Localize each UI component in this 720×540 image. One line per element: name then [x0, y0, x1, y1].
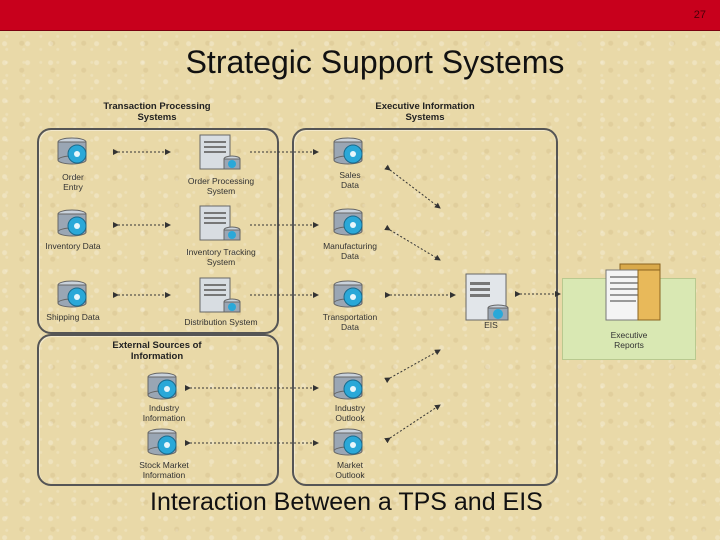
database-icon [142, 372, 186, 409]
manufacturing-data-label: Manufacturing Data [323, 241, 377, 261]
order-processing-label: Order Processing System [187, 176, 255, 196]
transportation-data-label: Transportation Data [322, 312, 378, 332]
industry-outlook-label: Industry Outlook [334, 403, 366, 423]
market-outlook-label: Market Outlook [335, 460, 365, 480]
eis-header: Executive Information Systems [375, 101, 475, 123]
inventory-data-label: Inventory Data [45, 241, 101, 251]
reports-folder-icon [598, 262, 668, 333]
server-icon [198, 133, 246, 178]
inventory-tracking-label: Inventory Tracking System [186, 247, 256, 267]
eis-panel [292, 128, 558, 486]
top-bar [0, 0, 720, 31]
distribution-system-label: Distribution System [184, 317, 258, 327]
database-icon [328, 280, 372, 317]
slide-title: Strategic Support Systems [185, 44, 565, 80]
sales-data-label: Sales Data [339, 170, 361, 190]
database-icon [142, 428, 186, 465]
industry-information-label: Industry Information [142, 403, 186, 423]
database-icon [328, 372, 372, 409]
database-icon [52, 137, 96, 174]
server-icon [198, 204, 246, 249]
database-icon [52, 280, 96, 317]
database-icon [328, 208, 372, 245]
stock-market-information-label: Stock Market Information [139, 460, 189, 480]
tps-panel [37, 128, 279, 334]
slide-caption: Interaction Between a TPS and EIS [150, 488, 543, 516]
executive-reports-label: Executive Reports [610, 330, 648, 350]
server-icon [198, 276, 246, 321]
shipping-data-label: Shipping Data [46, 312, 100, 322]
external-sources-panel [37, 334, 279, 486]
database-icon [52, 209, 96, 246]
database-icon [328, 428, 372, 465]
slide-number: 27 [693, 9, 706, 21]
database-icon [328, 137, 372, 174]
order-entry-label: Order Entry [62, 172, 84, 192]
external-header: External Sources of Information [112, 340, 202, 362]
tps-header: Transaction Processing Systems [103, 101, 211, 123]
eis-server-icon [462, 270, 518, 331]
eis-label: EIS [484, 320, 498, 330]
